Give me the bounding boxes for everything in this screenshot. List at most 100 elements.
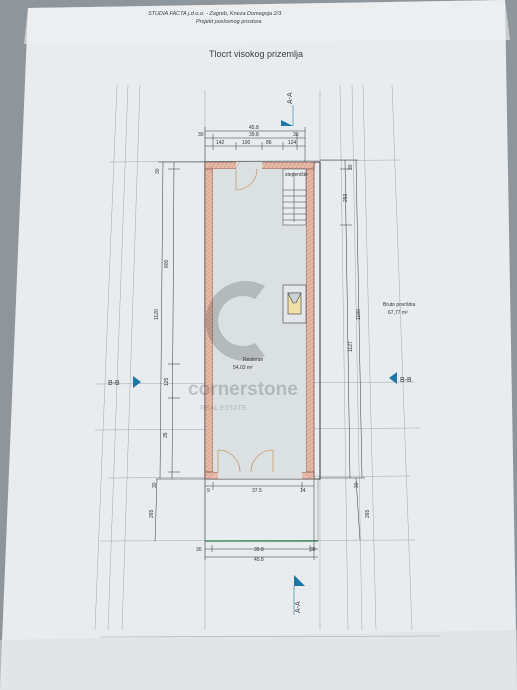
hatch-line	[305, 205, 315, 213]
hatch-line	[204, 381, 214, 389]
hatch-line	[204, 245, 214, 253]
hatch-line	[305, 417, 315, 425]
hatch-line	[204, 385, 214, 393]
hatch-line	[305, 405, 315, 413]
hatch-line	[204, 181, 214, 189]
hatch-line	[305, 169, 315, 177]
hatch-line	[305, 201, 315, 209]
hatch-line	[204, 369, 214, 377]
hatch-line	[290, 161, 297, 170]
hatch-line	[204, 457, 214, 465]
hatch-line	[204, 297, 214, 305]
dim-left-bottom-wall: 30	[152, 482, 158, 488]
hatch-line	[204, 309, 214, 317]
room-name: Restoran	[243, 357, 264, 363]
hatch-line	[305, 413, 315, 421]
hatch-line	[204, 285, 214, 293]
hatch-line	[204, 345, 214, 353]
hatch-line	[204, 305, 214, 313]
dim-left-ext: 265	[149, 509, 155, 518]
hatch-line	[204, 201, 214, 209]
hatch-line	[305, 209, 315, 217]
dim-top-wall-right: 30	[293, 132, 299, 138]
dim-bottom-wall-right: 30	[310, 547, 316, 553]
hatch-line	[305, 421, 315, 429]
hatch-line	[204, 321, 214, 329]
hatch-line	[305, 309, 315, 317]
hatch-line	[305, 465, 315, 473]
hatch-line	[305, 253, 315, 261]
hatch-line	[305, 293, 315, 301]
hatch-line	[305, 281, 315, 289]
hatch-line	[204, 177, 214, 185]
section-arrow-bottom	[294, 575, 305, 586]
dim-bottom-middle: 37.5	[252, 488, 262, 494]
hatch-line	[305, 217, 315, 225]
hatch-line	[204, 461, 214, 469]
hatch-line	[294, 161, 301, 170]
hatch-line	[204, 293, 214, 301]
dim-top-overall: 45.8	[249, 125, 259, 131]
hatch-line	[270, 161, 277, 170]
section-a-bottom-label: A-A	[295, 601, 302, 613]
dim-left-lower: 35	[163, 432, 169, 438]
hatch-line	[214, 161, 221, 170]
hatch-line	[305, 429, 315, 437]
hatch-line	[204, 189, 214, 197]
dim-left-mid: 125	[164, 377, 170, 386]
dim-right-bottom-wall: 30	[354, 482, 360, 488]
hatch-line	[204, 169, 214, 177]
hatch-line	[305, 245, 315, 253]
watermark-sub: REAL ESTATE	[200, 405, 246, 412]
hatch-line	[305, 257, 315, 265]
hatch-line	[305, 457, 315, 465]
hatch-line	[305, 177, 315, 185]
section-b-left-label: B-B	[108, 380, 120, 387]
hatch-line	[305, 249, 315, 257]
hatch-line	[204, 213, 214, 221]
hatch-line	[204, 337, 214, 345]
dim-top-seg4: 124	[288, 140, 297, 146]
hatch-line	[310, 161, 317, 170]
hatch-line	[306, 161, 313, 170]
hatch-line	[204, 317, 214, 325]
hatch-line	[204, 209, 214, 217]
watermark-main: cornerstone	[188, 379, 298, 400]
hatch-line	[204, 393, 214, 401]
hatch-line	[204, 401, 214, 409]
hatch-line	[305, 317, 315, 325]
hatch-line	[305, 197, 315, 205]
project-subtitle: Projekt poslovnog prostora	[196, 19, 261, 25]
hatch-line	[204, 229, 214, 237]
hatch-line	[204, 425, 214, 433]
hatch-line	[305, 301, 315, 309]
hatch-line	[204, 217, 214, 225]
hatch-line	[204, 397, 214, 405]
hatch-line	[305, 369, 315, 377]
hatch-line	[305, 297, 315, 305]
gross-area-label: Bruto površina	[383, 302, 415, 308]
staircase	[282, 168, 307, 226]
hatch-line	[204, 165, 214, 173]
hatch-line	[204, 413, 214, 421]
hatch-line	[204, 237, 214, 245]
hatch-line	[305, 229, 315, 237]
gross-area-value: 67,77 m²	[388, 310, 408, 316]
hatch-line	[305, 173, 315, 181]
hatch-line	[204, 341, 214, 349]
hatch-line	[204, 405, 214, 413]
dim-bottom-inner: 39.8	[254, 547, 264, 553]
hatch-line	[204, 377, 214, 385]
hatch-line	[305, 397, 315, 405]
dim-right-total-inner: 1127	[348, 341, 354, 352]
hatch-line	[286, 161, 293, 170]
hatch-line	[204, 429, 214, 437]
hatch-line	[204, 453, 214, 461]
dim-top-wall-left: 30	[198, 132, 204, 138]
hatch-line	[305, 285, 315, 293]
hatch-line	[305, 445, 315, 453]
hatch-line	[204, 421, 214, 429]
hatch-line	[204, 357, 214, 365]
hatch-line	[305, 377, 315, 385]
hatch-line	[305, 181, 315, 189]
